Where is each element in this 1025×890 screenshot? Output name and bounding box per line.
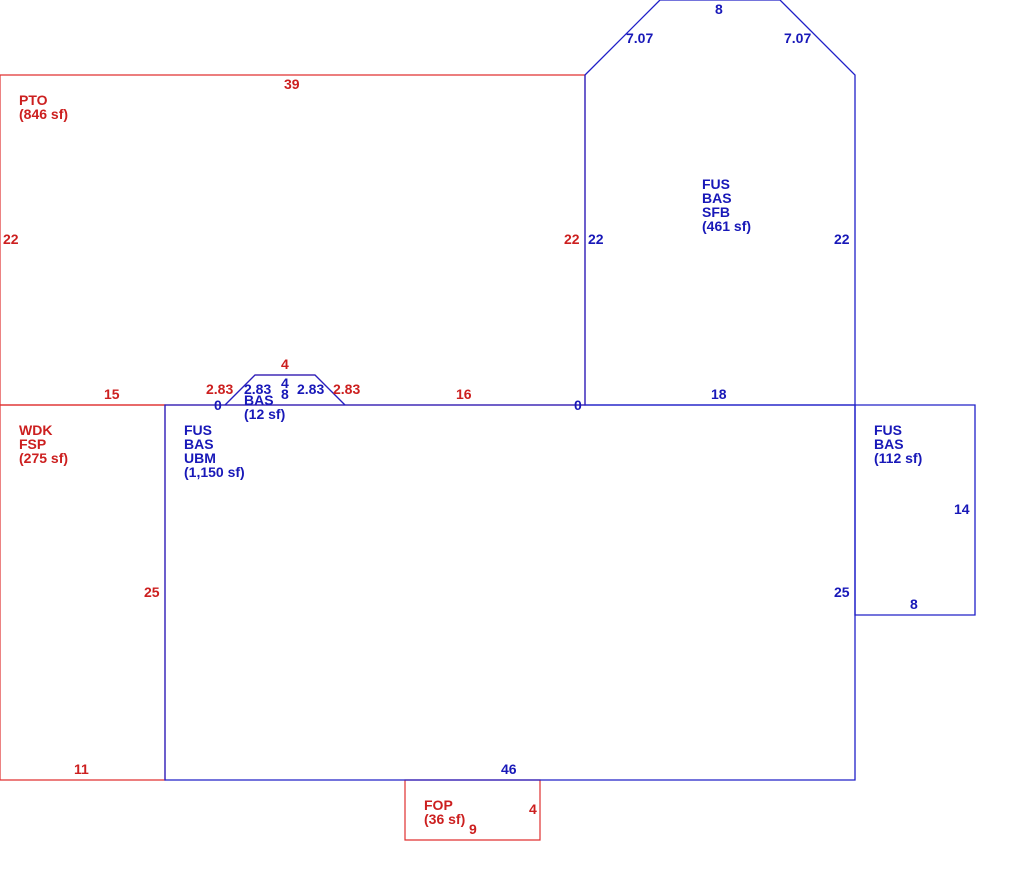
- dim-sfb-chamfer-left: 7.07: [626, 30, 653, 46]
- area-label-wdk: WDK FSP (275 sf): [19, 422, 68, 466]
- dim-bay-inner-bottom: 8: [281, 386, 289, 402]
- dim-pto-bottom-left: 15: [104, 386, 120, 402]
- east-addition-outline: [854, 404, 976, 616]
- area-label-east: FUS BAS (112 sf): [874, 422, 922, 466]
- dim-sfb-left: 22: [588, 231, 604, 247]
- dim-east-right: 14: [954, 501, 970, 517]
- dim-wdk-bottom: 11: [74, 761, 89, 777]
- dim-ubm-mid-zero: 0: [574, 397, 582, 413]
- dim-fop-bottom: 9: [469, 821, 477, 837]
- area-label-ubm: FUS BAS UBM (1,150 sf): [184, 422, 245, 480]
- dim-ubm-left-zero: 0: [214, 397, 222, 413]
- dim-bay-inner-left: 2.83: [244, 381, 271, 397]
- dim-pto-bottom-mid: 16: [456, 386, 472, 402]
- dim-pto-left: 22: [3, 231, 19, 247]
- area-label-sfb: FUS BAS SFB (461 sf): [702, 176, 751, 234]
- dim-wdk-left: 25: [144, 584, 160, 600]
- dim-bay-outer-left: 2.83: [206, 381, 233, 397]
- dim-pto-right: 22: [564, 231, 580, 247]
- dim-sfb-top: 8: [715, 1, 723, 17]
- dim-sfb-bottom: 18: [711, 386, 727, 402]
- dim-ubm-right: 25: [834, 584, 850, 600]
- dim-bay-outer-top: 4: [281, 356, 289, 372]
- dim-ubm-bottom: 46: [501, 761, 517, 777]
- area-label-fop: FOP (36 sf): [424, 797, 465, 827]
- dim-fop-right: 4: [529, 801, 537, 817]
- bay-inner-outline: [224, 374, 346, 406]
- ubm-outline: [164, 404, 856, 781]
- dim-east-bottom: 8: [910, 596, 918, 612]
- area-label-bay: BAS (12 sf): [244, 392, 285, 422]
- pto-outline: [0, 74, 586, 406]
- dim-pto-top: 39: [284, 76, 300, 92]
- dim-bay-inner-top: 4: [281, 375, 289, 391]
- dim-sfb-chamfer-right: 7.07: [784, 30, 811, 46]
- dim-bay-inner-right: 2.83: [297, 381, 324, 397]
- area-label-pto: PTO (846 sf): [19, 92, 68, 122]
- dim-bay-outer-right: 2.83: [333, 381, 360, 397]
- dim-sfb-right: 22: [834, 231, 850, 247]
